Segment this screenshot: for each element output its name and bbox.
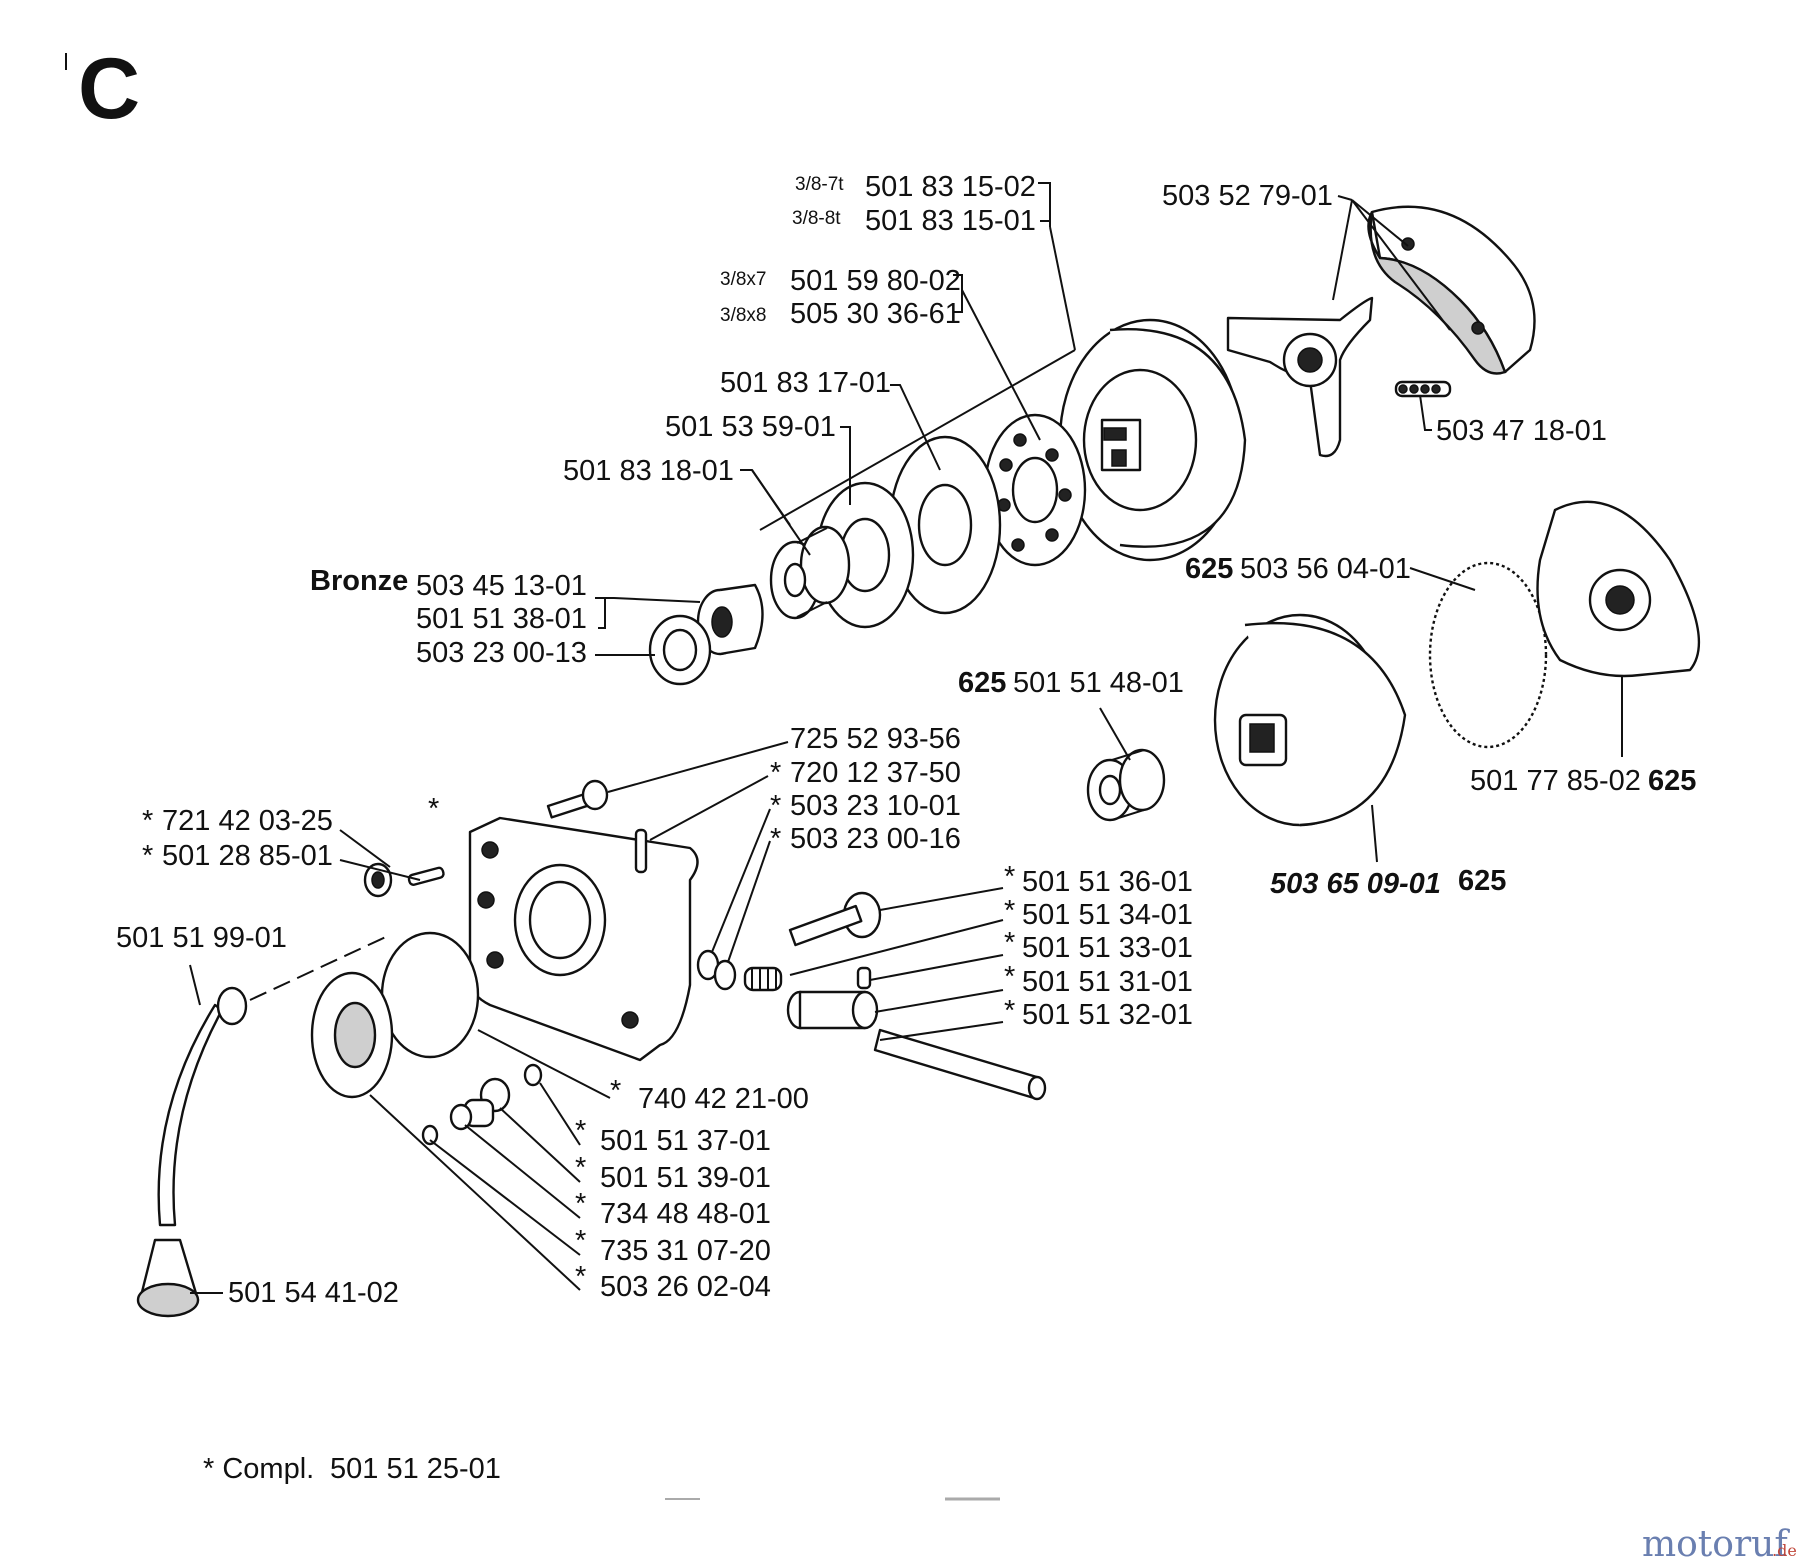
label-503-56-04-01: 503 56 04-01 — [1240, 553, 1411, 585]
star-734-48-48-01: * — [575, 1188, 586, 1220]
thrust-washer — [648, 614, 712, 686]
label-503-45-13-01: 503 45 13-01 — [416, 570, 587, 602]
label-501-51-31-01: 501 51 31-01 — [1022, 966, 1193, 998]
star-735-31-07-20: * — [575, 1225, 586, 1257]
label-503-23-00-16: 503 23 00-16 — [790, 823, 961, 855]
label-501-51-32-01: 501 51 32-01 — [1022, 999, 1193, 1031]
needle-bearing-625 — [1086, 748, 1166, 822]
star-503-26-02-04: * — [575, 1261, 586, 1293]
oil-pump-housing — [468, 816, 699, 1062]
label-501-51-34-01: 501 51 34-01 — [1022, 899, 1193, 931]
label-503-52-79-01: 503 52 79-01 — [1162, 180, 1333, 212]
label-501-51-48-01: 501 51 48-01 — [1013, 667, 1184, 699]
watermark-tld: .de — [1772, 1541, 1797, 1560]
screw-725 — [546, 779, 609, 819]
clutch-drum-625 — [1213, 613, 1407, 827]
star-501-51-36-01: * — [1004, 861, 1015, 893]
marker-625-b: 625 — [958, 667, 1006, 699]
label-501-53-59-01: 501 53 59-01 — [665, 411, 836, 443]
label-501-83-18-01: 501 83 18-01 — [563, 455, 734, 487]
clutch-shoe-cover — [1367, 205, 1536, 375]
label-501-51-39-01: 501 51 39-01 — [600, 1162, 771, 1194]
qualifier-3-8x8: 3/8x8 — [720, 305, 766, 326]
watermark-brand: motoruf — [1642, 1524, 1790, 1565]
needle-bearing-top — [769, 525, 851, 620]
label-503-23-10-01: 503 23 10-01 — [790, 790, 961, 822]
oil-filter — [136, 1238, 200, 1318]
marker-bronze: Bronze — [310, 565, 408, 597]
qualifier-3-8-7t: 3/8-7t — [795, 174, 844, 195]
clutch-625 — [1536, 500, 1701, 678]
clutch-shoe-spider — [1226, 296, 1374, 458]
label-503-47-18-01: 503 47 18-01 — [1436, 415, 1607, 447]
label-721-42-03-25: 721 42 03-25 — [162, 805, 333, 837]
worm-gear-501-51-36 — [788, 891, 882, 947]
label-501-51-36-01: 501 51 36-01 — [1022, 866, 1193, 898]
oil-hose — [157, 986, 248, 1227]
label-501-59-80-02: 501 59 80-02 — [790, 265, 961, 297]
label-725-52-93-56: 725 52 93-56 — [790, 723, 961, 755]
key-501-51-33 — [856, 966, 872, 990]
label-501-51-33-01: 501 51 33-01 — [1022, 932, 1193, 964]
star-501-51-33-01: * — [1004, 927, 1015, 959]
label-501-28-85-01: 501 28 85-01 — [162, 840, 333, 872]
marker-625-d: 625 — [1458, 865, 1506, 897]
label-505-30-36-61: 505 30 36-61 — [790, 298, 961, 330]
seal-503-23-10 — [696, 949, 737, 991]
star-501-51-37-01: * — [575, 1115, 586, 1147]
label-740-42-21-00: 740 42 21-00 — [638, 1083, 809, 1115]
pin-720 — [634, 828, 648, 874]
label-501-54-41-02: 501 54 41-02 — [228, 1277, 399, 1309]
star-503-23-00-16: * — [770, 823, 781, 855]
label-734-48-48-01: 734 48 48-01 — [600, 1198, 771, 1230]
part-labels: 3/8-7t 501 83 15-02 3/8-8t 501 83 15-01 … — [116, 171, 1696, 1309]
clutch-spring — [1394, 380, 1452, 398]
pin-501-28 — [407, 866, 445, 886]
compl-note-label: * Compl. — [203, 1453, 314, 1485]
label-501-77-85-02: 501 77 85-02 — [1470, 765, 1641, 797]
marker-625-a: 625 — [1185, 553, 1233, 585]
crank-seal — [310, 971, 394, 1099]
label-501-83-17-01: 501 83 17-01 — [720, 367, 891, 399]
label-501-51-37-01: 501 51 37-01 — [600, 1125, 771, 1157]
label-503-26-02-04: 503 26 02-04 — [600, 1271, 771, 1303]
star-501-51-31-01: * — [1004, 961, 1015, 993]
rim-sprocket — [983, 413, 1087, 567]
washer-large — [888, 435, 1002, 615]
star-501-51-39-01: * — [575, 1152, 586, 1184]
star-503-23-10-01: * — [770, 790, 781, 822]
spring-501-51-34 — [743, 966, 783, 992]
star-501-28-85-01: * — [142, 840, 153, 872]
compl-note-part: 501 51 25-01 — [330, 1453, 501, 1485]
qualifier-3-8-8t: 3/8-8t — [792, 208, 841, 229]
section-letter: C — [78, 41, 140, 137]
star-501-51-32-01: * — [1004, 995, 1015, 1027]
valve-parts — [421, 1063, 543, 1146]
label-501-83-15-02: 501 83 15-02 — [865, 171, 1036, 203]
star-721-42-03-25: * — [142, 805, 153, 837]
clutch-drum — [1058, 318, 1247, 562]
label-503-65-09-01: 503 65 09-01 — [1270, 868, 1441, 900]
sleeve-501-51-31 — [786, 990, 879, 1030]
marker-625-c: 625 — [1648, 765, 1696, 797]
star-720-12-37-50: * — [770, 757, 781, 789]
clutch-spring-ring-625 — [1428, 561, 1548, 749]
label-501-51-38-01: 501 51 38-01 — [416, 603, 587, 635]
label-735-31-07-20: 735 31 07-20 — [600, 1235, 771, 1267]
shaft-501-51-32 — [873, 1028, 1047, 1101]
label-501-51-99-01: 501 51 99-01 — [116, 922, 287, 954]
leader-lines — [189, 182, 1623, 1294]
qualifier-3-8x7: 3/8x7 — [720, 269, 766, 290]
label-503-23-00-13: 503 23 00-13 — [416, 637, 587, 669]
o-ring-740 — [380, 931, 480, 1059]
star-501-51-34-01: * — [1004, 895, 1015, 927]
star-740-42-21-00: * — [610, 1075, 621, 1107]
star-housing: * — [428, 793, 439, 825]
label-501-83-15-01: 501 83 15-01 — [865, 205, 1036, 237]
label-720-12-37-50: 720 12 37-50 — [790, 757, 961, 789]
